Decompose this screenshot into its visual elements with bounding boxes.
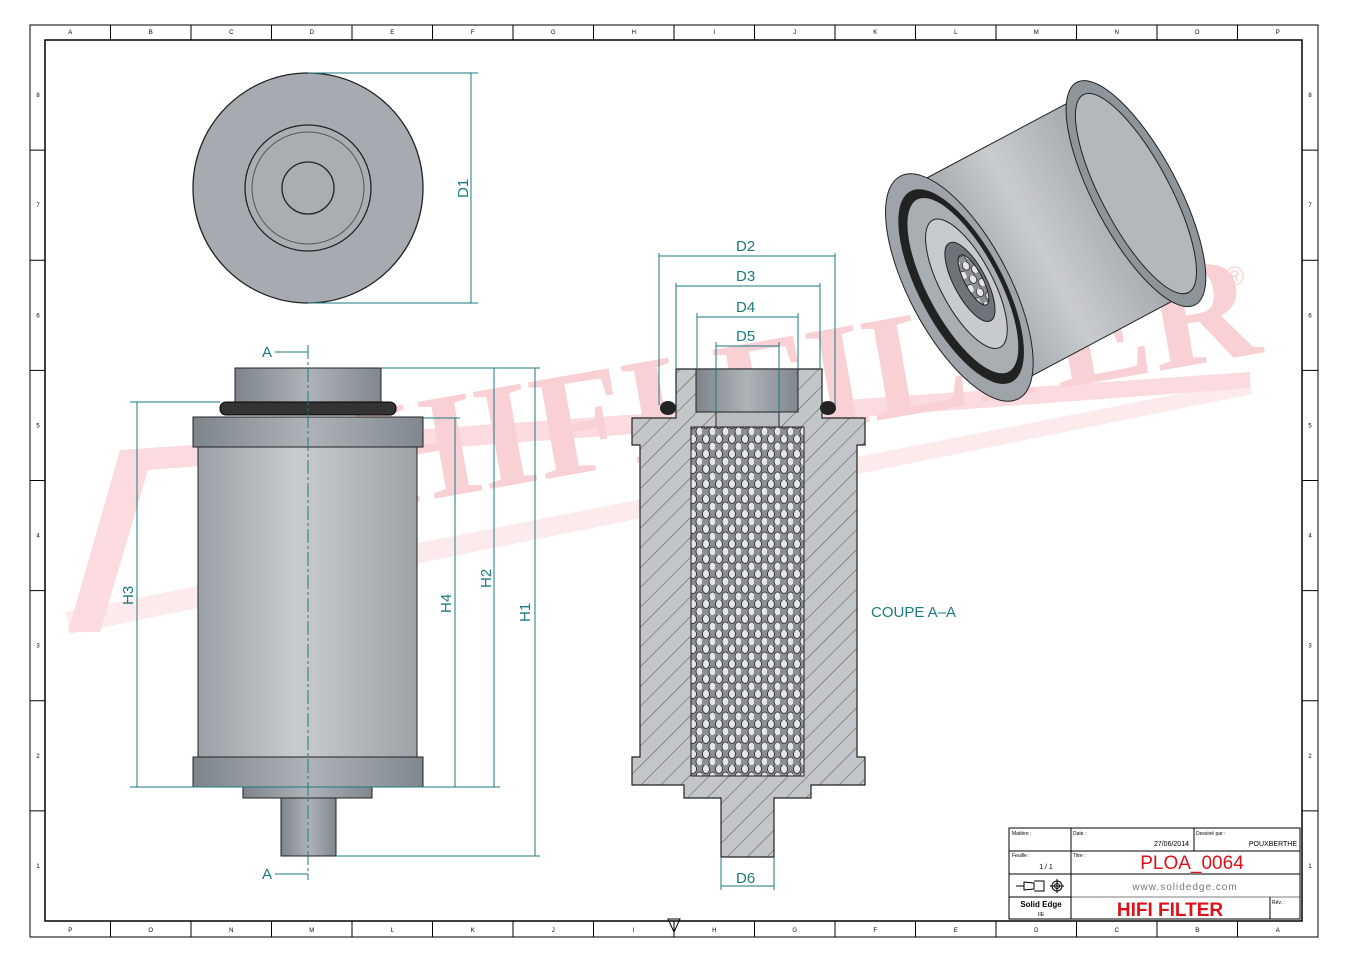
zone-row-right: 5	[1308, 423, 1312, 429]
zone-col-top: L	[954, 30, 958, 36]
section-label: COUPE A–A	[871, 604, 956, 621]
dim-d2: D2	[736, 238, 755, 255]
zone-col-top: P	[1276, 30, 1280, 36]
matiere-label: Matière :	[1012, 831, 1031, 837]
zone-col-bottom: E	[954, 928, 958, 934]
zone-col-top: A	[68, 30, 72, 36]
zone-col-top: H	[632, 30, 636, 36]
zone-col-top: B	[149, 30, 153, 36]
zone-row-left: 6	[36, 313, 40, 319]
zone-row-right: 8	[1308, 93, 1312, 99]
dim-d6: D6	[736, 870, 755, 887]
zone-col-bottom: F	[873, 928, 877, 934]
section-marker-bottom: A	[262, 866, 272, 883]
zone-col-bottom: M	[309, 928, 314, 934]
centering-mark-icon	[667, 918, 681, 934]
zone-col-top: G	[551, 30, 556, 36]
watermark-registered: ®	[1225, 261, 1244, 291]
zone-col-bottom: J	[552, 928, 555, 934]
date-label: Date :	[1073, 831, 1086, 837]
zone-row-left: 8	[36, 93, 40, 99]
title-block: Matière : Date : 27/06/2014 Dessiné par …	[1008, 827, 1301, 921]
titre-label: Titre :	[1073, 853, 1086, 859]
zone-row-left: 3	[36, 644, 40, 650]
software-version: IIE	[1038, 912, 1045, 918]
rev-label: Rév. :	[1272, 900, 1285, 906]
dim-d1: D1	[455, 179, 472, 198]
software-name: Solid Edge	[1020, 900, 1062, 909]
zone-row-left: 4	[36, 534, 40, 540]
zone-col-top: N	[1115, 30, 1119, 36]
zone-row-left: 5	[36, 423, 40, 429]
zone-row-right: 1	[1308, 864, 1312, 870]
zone-col-bottom: K	[471, 928, 475, 934]
dim-d3: D3	[736, 268, 755, 285]
website-text: www.solidedge.com	[1131, 882, 1237, 893]
dim-h1: H1	[517, 603, 534, 622]
dim-h2: H2	[478, 569, 495, 588]
dessine-value: POUXBERTHE	[1249, 841, 1297, 848]
zone-col-bottom: H	[712, 928, 716, 934]
zone-col-top: C	[229, 30, 234, 36]
zone-col-top: D	[310, 30, 315, 36]
section-view: D2 D3 D4 D5 D6 COUPE A–A	[631, 238, 956, 890]
zone-row-right: 2	[1308, 754, 1312, 760]
dim-h4: H4	[438, 594, 455, 613]
dim-d4: D4	[736, 299, 755, 316]
zone-col-bottom: N	[229, 928, 233, 934]
zone-col-top: F	[471, 30, 475, 36]
zone-row-right: 6	[1308, 313, 1312, 319]
zone-col-top: E	[390, 30, 394, 36]
zone-col-bottom: L	[391, 928, 395, 934]
zone-col-bottom: P	[68, 928, 72, 934]
isometric-view	[885, 80, 1207, 402]
date-value: 27/06/2014	[1154, 841, 1189, 848]
zone-markers: P P O O N N M M L L K K J J I I H H G G F F E E D D C C B B A A 8 8 7 7 6 6 5 5…	[30, 25, 1318, 937]
zone-col-top: K	[873, 30, 877, 36]
top-view: D1	[192, 72, 478, 304]
feuille-label: Feuille :	[1012, 853, 1030, 859]
zone-row-left: 7	[36, 203, 40, 209]
zone-col-bottom: O	[148, 928, 153, 934]
zone-row-left: 2	[36, 754, 40, 760]
zone-col-top: I	[713, 30, 715, 36]
feuille-value: 1 / 1	[1039, 864, 1053, 871]
zone-row-left: 1	[36, 864, 40, 870]
zone-col-bottom: D	[1034, 928, 1039, 934]
zone-col-top: J	[793, 30, 796, 36]
dim-h3: H3	[120, 586, 137, 605]
zone-col-bottom: I	[633, 928, 635, 934]
drawing-title: PLOA_0064	[1140, 853, 1244, 874]
section-marker-top: A	[262, 344, 272, 361]
zone-row-right: 4	[1308, 534, 1312, 540]
projection-symbol-icon	[1016, 879, 1064, 893]
dim-d5: D5	[736, 328, 755, 345]
zone-col-top: M	[1034, 30, 1039, 36]
zone-row-right: 3	[1308, 644, 1312, 650]
zone-row-right: 7	[1308, 203, 1312, 209]
dessine-label: Dessiné par :	[1196, 831, 1225, 837]
side-view: A A H3 H4 H2 H1	[120, 344, 540, 883]
zone-col-bottom: A	[1276, 928, 1280, 934]
zone-col-bottom: B	[1195, 928, 1199, 934]
zone-col-bottom: C	[1115, 928, 1120, 934]
zone-col-top: O	[1195, 30, 1200, 36]
zone-col-bottom: G	[792, 928, 797, 934]
company-name: HIFI FILTER	[1117, 900, 1224, 921]
